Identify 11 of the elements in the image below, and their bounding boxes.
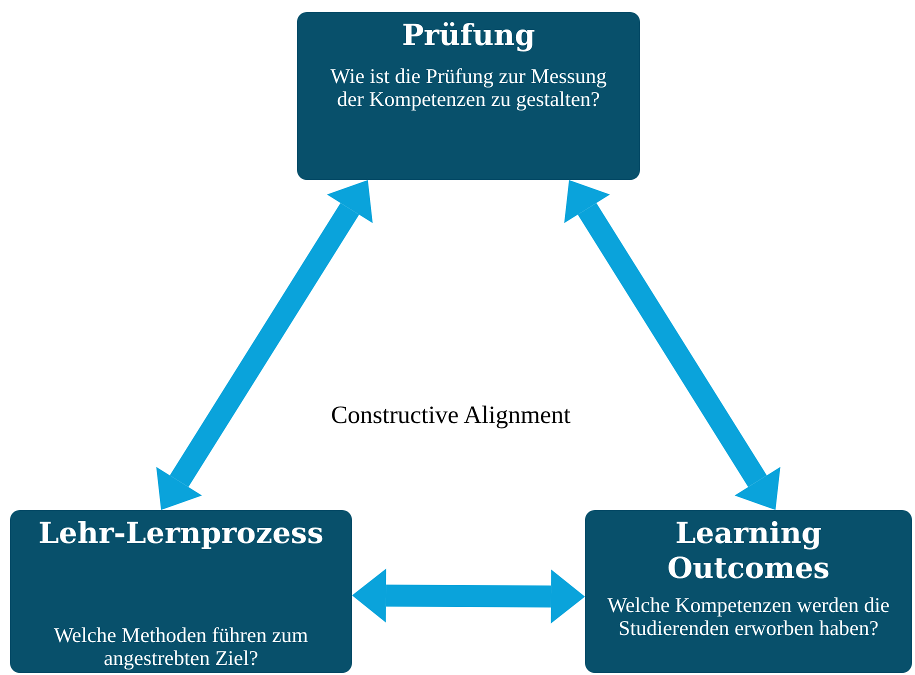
outcome-box <box>585 510 912 673</box>
box-question: Wie ist die Prüfung zur Messung der Kompetenzen zu gestalten? <box>329 64 608 112</box>
double-arrow <box>352 568 586 624</box>
box-question: Welche Kompetenzen werden die Studierenden erworben haben? <box>606 594 891 641</box>
box-question: Welche Methoden führen zum angestrebten Ziel? <box>52 624 310 671</box>
exam-box <box>297 12 640 180</box>
center-label: Constructive Alignment <box>331 402 571 430</box>
box-title: Learning Outcomes <box>666 516 831 586</box>
process-box <box>10 510 352 673</box>
box-title: Prüfung <box>402 18 536 53</box>
box-title: Lehr-Lernprozess <box>38 516 324 551</box>
